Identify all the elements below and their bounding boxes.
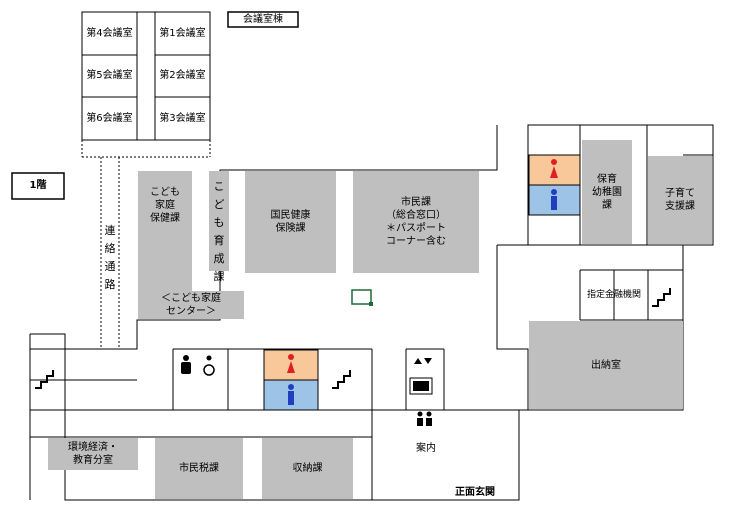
label-kodomo-center: ＜こども家庭 センター＞	[161, 293, 221, 317]
room-shuno	[262, 438, 353, 499]
building-title-box	[227, 11, 299, 28]
label-annai: 案内	[416, 442, 436, 454]
restroom-male-icon	[288, 189, 557, 405]
room-shutsunou	[529, 321, 683, 409]
room-kankyo	[48, 438, 138, 470]
info-person-icon	[417, 411, 432, 426]
label-kosodate: 子育て 支援課	[665, 188, 695, 212]
room-hoiku	[582, 140, 632, 244]
meeting-room-5: 第5会議室	[86, 70, 133, 81]
elevator-icon	[409, 358, 433, 395]
location-marker	[351, 289, 372, 305]
restroom-female-icon	[287, 159, 558, 373]
accessible-restroom-icon	[181, 355, 215, 376]
room-kodomo-center	[138, 291, 244, 319]
label-kankyo: 環境経済・ 教育分室	[68, 442, 118, 466]
stairs-icon	[35, 288, 671, 389]
building-title: 会議室棟	[243, 13, 283, 25]
floor-label-box	[11, 172, 65, 200]
room-kokumin-kenko	[245, 171, 336, 273]
label-shiminzei: 市民税課	[179, 463, 219, 474]
meeting-wing-outline	[81, 11, 211, 141]
label-shutsunou: 出納室	[591, 359, 621, 371]
corridor-label: 連絡通路	[104, 224, 116, 291]
meeting-room-3: 第3会議室	[159, 112, 206, 124]
meeting-room-1: 第1会議室	[159, 27, 206, 39]
label-shimin: 市民課 （総合窓口） ＊パスポート コーナー含む	[386, 197, 446, 247]
room-kodomo-hoken	[138, 171, 192, 291]
label-hoiku: 保育 幼稚園 課	[592, 173, 622, 211]
room-shimin	[353, 171, 479, 273]
meeting-room-2: 第2会議室	[159, 70, 206, 81]
meeting-room-6: 第6会議室	[86, 112, 133, 124]
label-kodomo-hoken: こども 家庭 保健課	[150, 186, 180, 224]
label-shitei: 指定金融機関	[586, 289, 641, 300]
label-kodomo-ikusei: こども育成課	[213, 180, 225, 283]
label-kokumin-kenko: 国民健康 保険課	[270, 210, 311, 234]
floor-label: 1階	[29, 180, 47, 191]
meeting-room-4: 第4会議室	[86, 27, 133, 39]
label-entrance: 正面玄関	[455, 486, 495, 498]
room-kosodate	[648, 156, 712, 244]
room-kodomo-ikusei	[209, 171, 229, 271]
room-shiminzei	[155, 438, 243, 499]
label-shuno: 収納課	[292, 463, 323, 474]
